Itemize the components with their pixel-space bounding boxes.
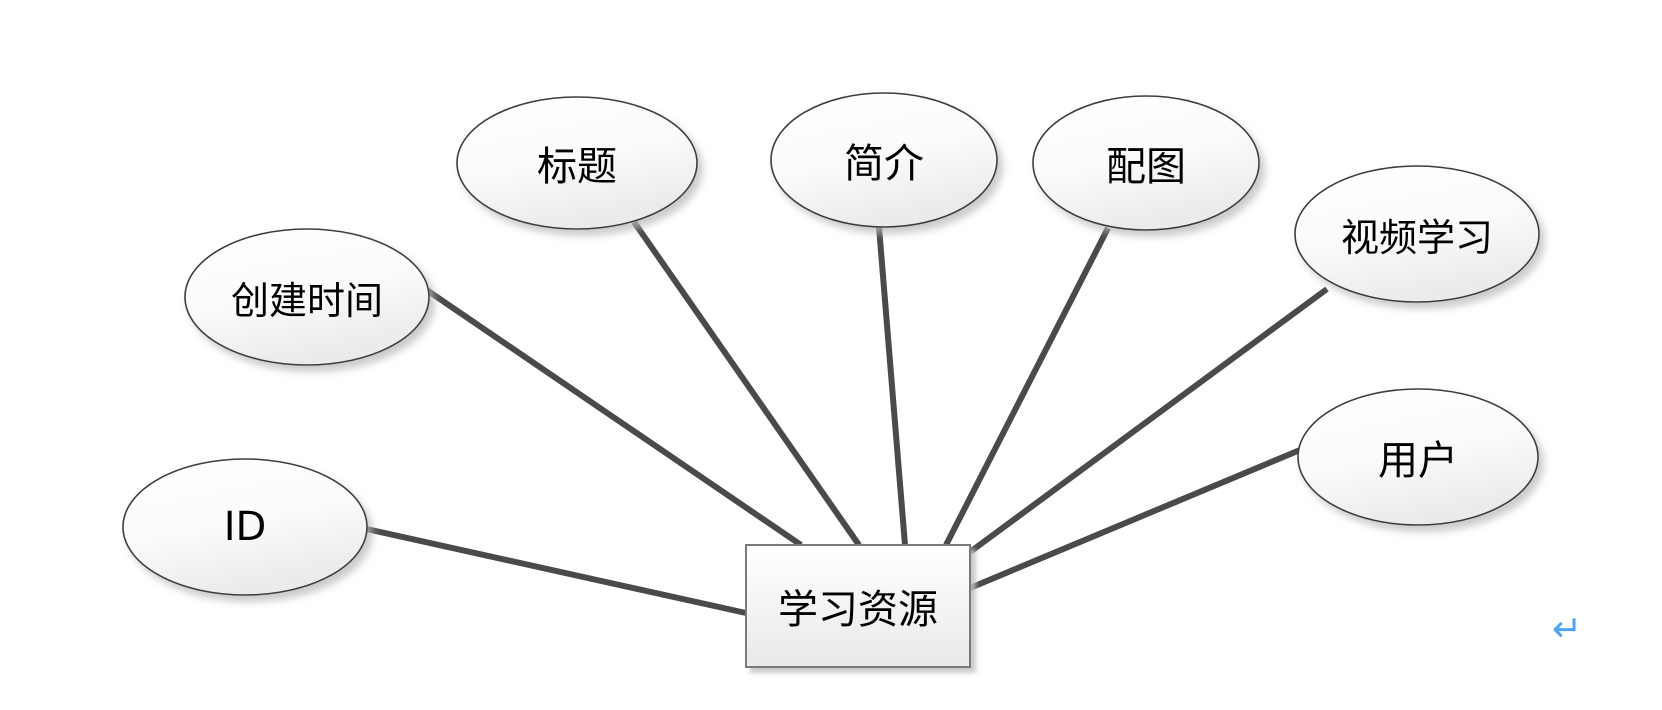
edge-attr-video-learning [968, 286, 1329, 555]
edges-layer [361, 220, 1329, 616]
ellipse-shape-attr-illustration[interactable] [1032, 95, 1260, 231]
paragraph-return-mark: ↵ [1552, 609, 1583, 650]
ellipse-shape-attr-user[interactable] [1297, 388, 1539, 526]
ellipse-shape-attr-create-time[interactable] [184, 228, 430, 366]
edge-attr-summary [876, 226, 908, 546]
edge-attr-id [361, 525, 747, 616]
ellipse-shape-attr-id[interactable] [122, 458, 368, 596]
ellipse-shape-attr-video-learning[interactable] [1294, 165, 1540, 303]
edge-attr-title [631, 220, 862, 547]
edge-attr-create-time [410, 277, 803, 548]
edge-attr-illustration [943, 226, 1111, 547]
nodes-layer [122, 92, 1540, 668]
entity-shape-entity-learning-resource[interactable] [745, 544, 971, 668]
edge-attr-user [968, 447, 1302, 591]
ellipse-shape-attr-title[interactable] [456, 96, 698, 230]
ellipse-shape-attr-summary[interactable] [770, 92, 998, 228]
